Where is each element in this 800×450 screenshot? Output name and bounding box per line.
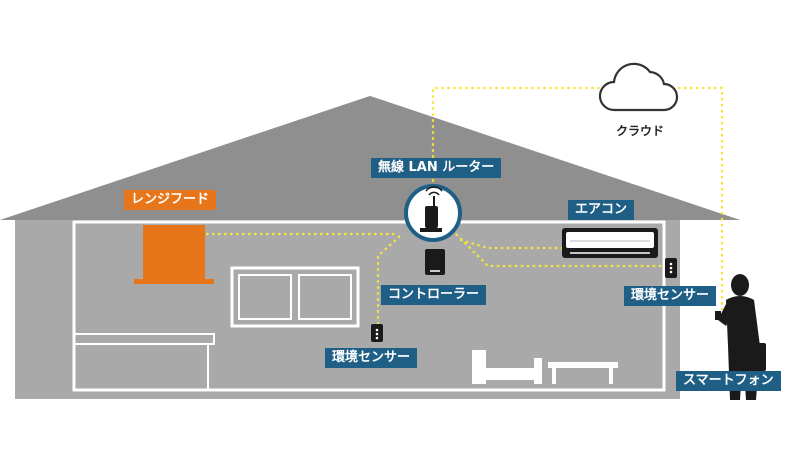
sensor-icon-left [371, 324, 383, 342]
house-roof [0, 96, 740, 220]
controller-icon [425, 249, 445, 275]
house-interior-outline [72, 220, 666, 392]
controller-label: コントローラー [381, 285, 487, 305]
table-icon [548, 362, 618, 384]
wifi-router-icon [404, 184, 462, 242]
line-router-sensor-right [455, 233, 664, 268]
env-sensor-right-label: 環境センサー [624, 286, 717, 306]
line-router-sensor-left [376, 235, 401, 330]
cloud-label: クラウド [616, 124, 665, 138]
env-sensor-left-label: 環境センサー [325, 348, 418, 368]
smartphone-label: スマートフォン [676, 371, 781, 391]
connection-lines [206, 86, 724, 330]
air-conditioner-label: エアコン [568, 200, 635, 220]
line-cloud-phone [666, 86, 724, 310]
line-router-cloud-left [409, 86, 610, 214]
house [0, 96, 740, 399]
air-conditioner-icon [562, 228, 658, 258]
cloud-icon [598, 62, 679, 112]
sensor-icon-right [665, 258, 677, 278]
kitchen-counter [73, 333, 215, 391]
sofa-icon [472, 350, 542, 384]
range-hood-label: レンジフード [124, 190, 217, 210]
range-hood-icon [134, 225, 214, 284]
router-label: 無線 LAN ルーター [371, 158, 502, 178]
window [230, 266, 360, 328]
